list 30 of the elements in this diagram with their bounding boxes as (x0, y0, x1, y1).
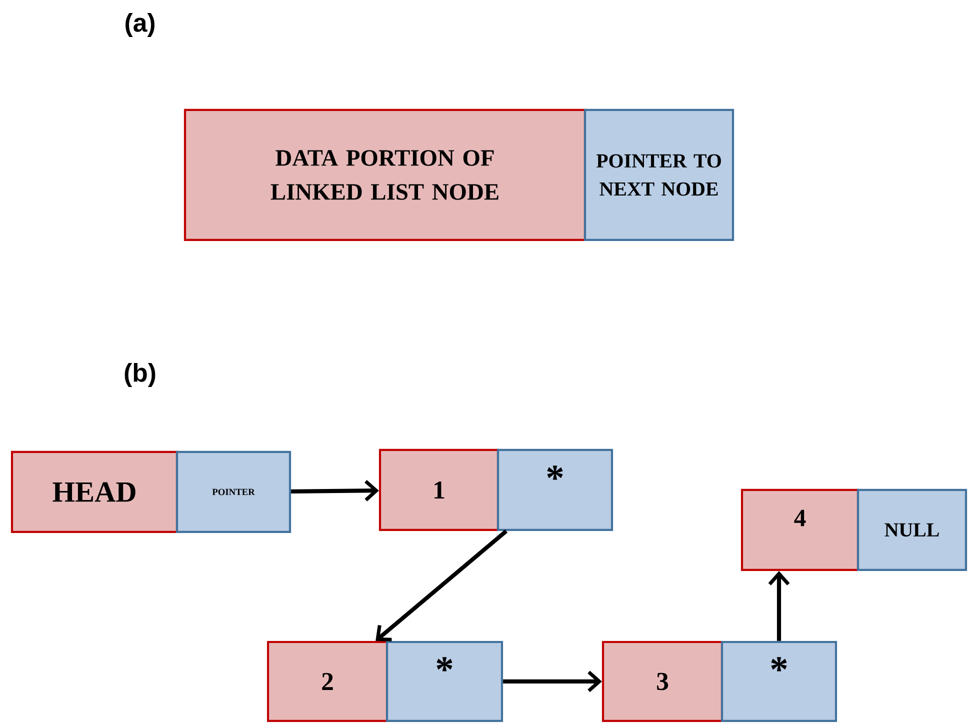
box-text: * (436, 657, 452, 672)
box-text: 1 (434, 481, 444, 498)
pointer-box (856, 488, 968, 572)
box-text: DATA PORTION OF LINKED LIST NODE (270, 150, 498, 200)
arrow (291, 480, 379, 502)
box-text: * (547, 466, 563, 480)
box-text: HEAD (52, 482, 136, 502)
data-box (266, 640, 388, 722)
panel-label: (b) (124, 362, 156, 387)
pointer-box (496, 448, 614, 532)
box-text: 4 (794, 510, 806, 526)
box-text: * (771, 657, 787, 672)
panel-label: (a) (126, 12, 154, 37)
box-text: 2 (322, 672, 333, 690)
pointer-box (386, 640, 504, 722)
data-box (184, 108, 586, 242)
box-text: NULL (884, 523, 939, 537)
data-box (602, 640, 724, 722)
data-box (378, 448, 500, 532)
box-text: 3 (657, 672, 668, 690)
pointer-box (720, 640, 838, 722)
pointer-box (584, 108, 734, 242)
box-text: POINTER TO NEXT NODE (596, 154, 721, 196)
arrow (376, 529, 508, 642)
data-box (10, 450, 178, 534)
pointer-box (176, 450, 292, 534)
box-text: POINTER (212, 488, 255, 496)
data-box (740, 488, 860, 572)
arrow (503, 670, 602, 692)
arrow (768, 571, 790, 641)
